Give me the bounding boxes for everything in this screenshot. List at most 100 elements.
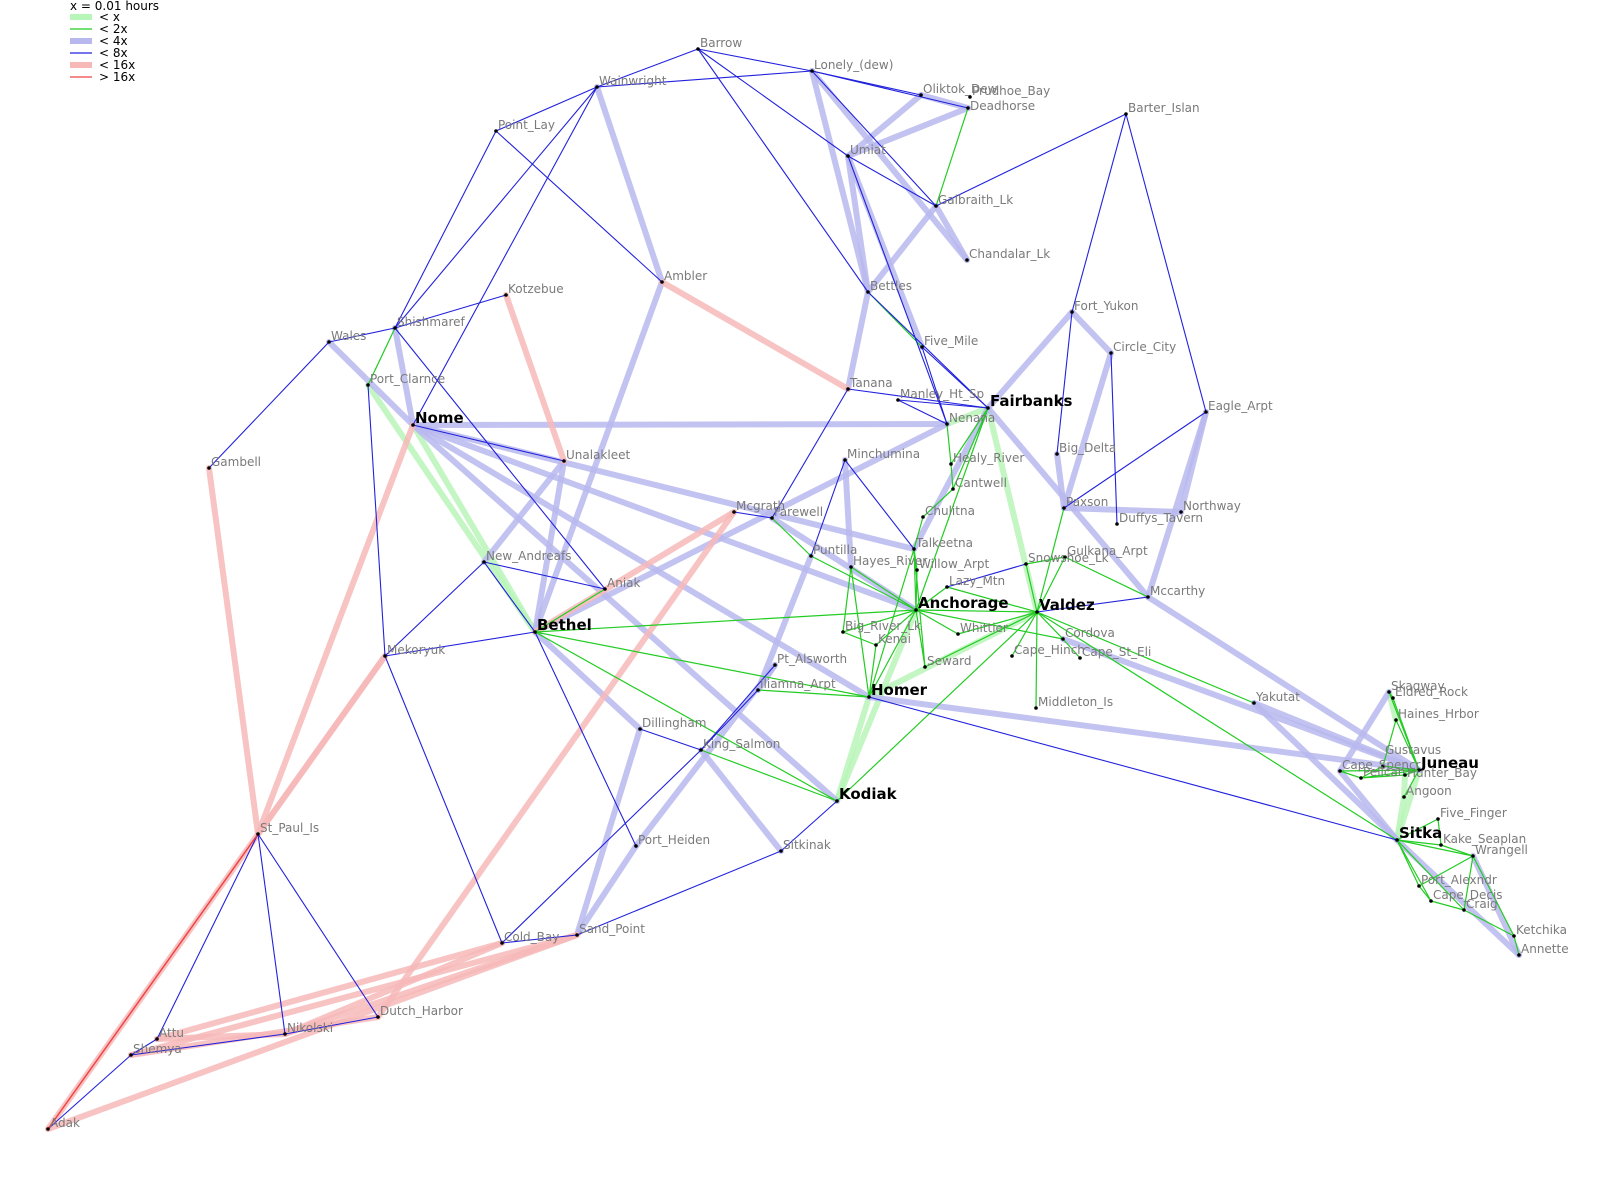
airport-node	[500, 941, 504, 945]
route-edge	[1339, 769, 1420, 772]
route-edge	[836, 611, 1038, 802]
airport-label: Dillingham	[642, 716, 706, 730]
airport-node	[1109, 351, 1113, 355]
airport-node	[155, 1037, 159, 1041]
route-edge	[1251, 700, 1422, 773]
airport-node	[411, 423, 415, 427]
airport-label: Dutch_Harbor	[380, 1004, 463, 1018]
route-edge	[410, 422, 919, 613]
airport-label: Fairbanks	[990, 392, 1073, 410]
airport-node	[1034, 706, 1038, 710]
route-edge	[950, 463, 954, 490]
airport-node	[1024, 562, 1028, 566]
route-edge	[659, 279, 851, 392]
route-edge	[700, 749, 838, 802]
route-edge	[1063, 411, 1207, 509]
route-edge	[950, 407, 989, 465]
airport-label: Middleton_Is	[1038, 695, 1113, 709]
airport-label: Cape_Spencr	[1342, 758, 1421, 772]
airport-label: Aniak	[607, 576, 641, 590]
airport-label: Kodiak	[839, 785, 898, 803]
airport-label: Umiat	[850, 143, 886, 157]
route-edge	[394, 86, 598, 329]
route-edge	[1360, 769, 1420, 779]
airport-label: Pelican	[1363, 765, 1405, 779]
legend-label: < 2x	[99, 22, 128, 36]
route-edge	[534, 609, 917, 633]
airport-label: New_Andreafs	[486, 549, 572, 563]
airport-node	[1063, 555, 1067, 559]
airport-node	[393, 326, 397, 330]
route-edge	[1360, 774, 1406, 779]
airport-node	[1417, 768, 1421, 772]
airport-label: Wrangell	[1475, 843, 1528, 857]
route-edge	[1396, 839, 1432, 902]
route-edge	[328, 327, 396, 343]
route-edge	[410, 422, 917, 552]
route-edge	[915, 609, 1038, 613]
airport-node	[920, 345, 924, 349]
airport-node	[376, 1015, 380, 1019]
airport-node	[1179, 510, 1183, 514]
airport-label: Sand_Point	[579, 922, 645, 936]
route-edge	[913, 516, 924, 550]
route-edge	[1394, 794, 1407, 843]
airport-label: Ketchika	[1516, 923, 1567, 937]
airport-node	[1010, 654, 1014, 658]
airport-node	[283, 1032, 287, 1036]
legend-label: < 4x	[99, 34, 128, 48]
route-edge	[384, 655, 503, 944]
route-edge	[394, 294, 507, 329]
route-edge	[847, 155, 948, 425]
airport-label: Circle_City	[1113, 340, 1176, 354]
airport-label: Anchorage	[918, 594, 1009, 612]
airport-label: Gambell	[211, 455, 261, 469]
airport-node	[1394, 718, 1398, 722]
route-edge	[700, 664, 776, 751]
route-edge	[534, 588, 606, 633]
route-edge	[1463, 855, 1474, 911]
airport-node	[810, 69, 814, 73]
airport-node	[638, 727, 642, 731]
airport-node	[966, 106, 970, 110]
route-edge	[412, 86, 598, 426]
airport-node	[773, 663, 777, 667]
route-edge	[394, 327, 606, 590]
airport-node	[965, 258, 969, 262]
route-edge	[154, 1031, 288, 1042]
airport-node	[1517, 953, 1521, 957]
airport-node	[1359, 776, 1363, 780]
legend-label: > 16x	[99, 70, 135, 84]
airport-node	[934, 204, 938, 208]
legend-label: < x	[99, 10, 120, 24]
route-edge	[697, 48, 869, 293]
route-edge	[534, 631, 838, 802]
route-edge	[1062, 638, 1081, 659]
airport-label: Homer	[871, 681, 928, 699]
route-edge	[410, 422, 538, 635]
airport-node	[1070, 310, 1074, 314]
route-edge	[410, 421, 950, 428]
airport-node	[1512, 934, 1516, 938]
airport-label: Mcgrath	[736, 499, 785, 513]
route-edge	[933, 203, 970, 263]
route-edge	[866, 694, 1422, 773]
route-edge	[868, 696, 1398, 841]
airport-node	[1436, 817, 1440, 821]
airport-node	[1252, 701, 1256, 705]
airport-node	[846, 387, 850, 391]
airport-node	[1204, 410, 1208, 414]
airport-label: Fort_Yukon	[1074, 299, 1138, 313]
airport-label: Barrow	[700, 36, 742, 50]
airport-node	[1391, 696, 1395, 700]
airport-label: Chulitna	[925, 504, 975, 518]
route-edge	[1392, 697, 1420, 771]
airport-node	[1035, 610, 1039, 614]
airport-label: Cantwell	[955, 476, 1007, 490]
route-edge	[1396, 818, 1439, 841]
route-edge	[845, 153, 871, 295]
route-edge	[1071, 113, 1127, 313]
legend: x = 0.01 hours < x< 2x< 4x< 8x< 16x> 16x	[70, 0, 159, 84]
airport-label: St_Paul_Is	[260, 821, 319, 835]
airport-label: Sitka	[1399, 824, 1442, 842]
